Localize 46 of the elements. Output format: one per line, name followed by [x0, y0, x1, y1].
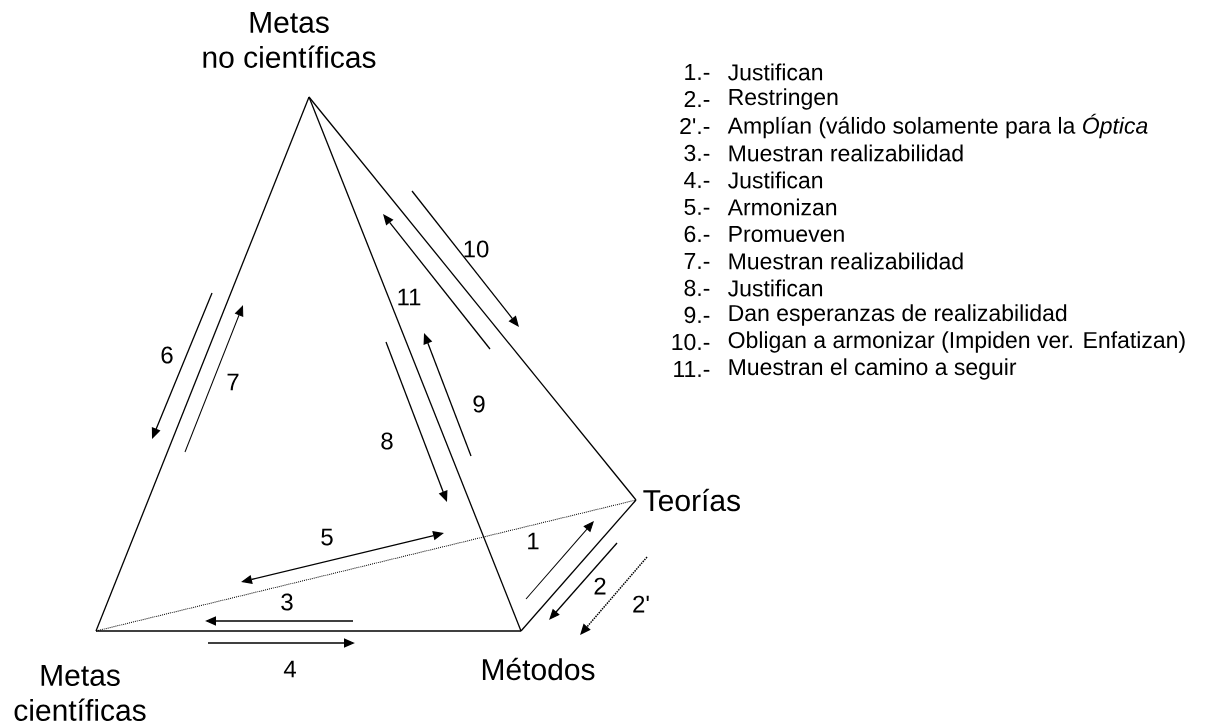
- list-text: Dan esperanzas de realizabilidad: [729, 304, 1067, 326]
- arrow-number: 2: [594, 577, 606, 595]
- tetrahedron-edge: [308, 96, 522, 632]
- list-text: Justifican: [728, 63, 823, 81]
- tetrahedron-edge: [95, 499, 637, 632]
- list-number: 4.-: [684, 172, 710, 188]
- arrow-number: 3: [281, 593, 293, 611]
- list-text: Muestran el camino a seguir: [729, 358, 1017, 380]
- list-number: 10.-: [672, 333, 710, 351]
- arrow-number: 7: [227, 373, 239, 391]
- list-text: Amplían (válido solamente para la Óptica: [727, 113, 1148, 139]
- list-number: 7.-: [684, 253, 710, 269]
- tetrahedron-edge: [95, 630, 522, 632]
- list-text: Promueven: [729, 226, 844, 242]
- list-text: Armonizan: [727, 198, 837, 216]
- vertex-label: Metas no científicas: [203, 12, 376, 68]
- arrow-number: 10: [464, 240, 489, 258]
- list-text: Muestran realizabilidad: [729, 252, 963, 270]
- list-number: 2.-: [684, 90, 710, 108]
- list-number: 3.-: [684, 144, 710, 162]
- list-number: 1.-: [685, 64, 710, 80]
- list-text: Justifican: [728, 279, 823, 297]
- list-text: Obligan a armonizar (Impiden ver. Enfatizan): [728, 331, 1185, 353]
- arrow-number: 11: [398, 288, 421, 306]
- vertex-label: Teorías: [643, 488, 740, 512]
- tetrahedron-edge: [520, 499, 637, 632]
- vertex-label: Métodos: [482, 657, 595, 681]
- arrow-number: 8: [381, 432, 393, 450]
- list-number: 9.-: [684, 306, 710, 324]
- list-text: Justifican: [728, 171, 823, 189]
- tetrahedron-edge: [308, 96, 637, 501]
- list-text: Muestran realizabilidad: [729, 144, 963, 162]
- arrow-number: 4: [283, 660, 296, 678]
- tetrahedron-edge: [95, 96, 310, 632]
- list-number: 6.-: [684, 225, 710, 243]
- list-number: 5.-: [684, 199, 710, 215]
- list-text: Restringen: [729, 88, 838, 110]
- arrow-number: 5: [321, 528, 333, 546]
- arrow-number: 9: [473, 395, 485, 413]
- arrow-number: 1: [528, 532, 539, 550]
- arrow-number: 6: [161, 346, 173, 364]
- list-number: 8.-: [684, 279, 710, 297]
- list-number: 2'.-: [680, 117, 710, 135]
- list-number: 11.-: [674, 361, 710, 377]
- arrow-number: 2': [633, 595, 649, 613]
- vertex-label: Metas científicas: [14, 665, 146, 721]
